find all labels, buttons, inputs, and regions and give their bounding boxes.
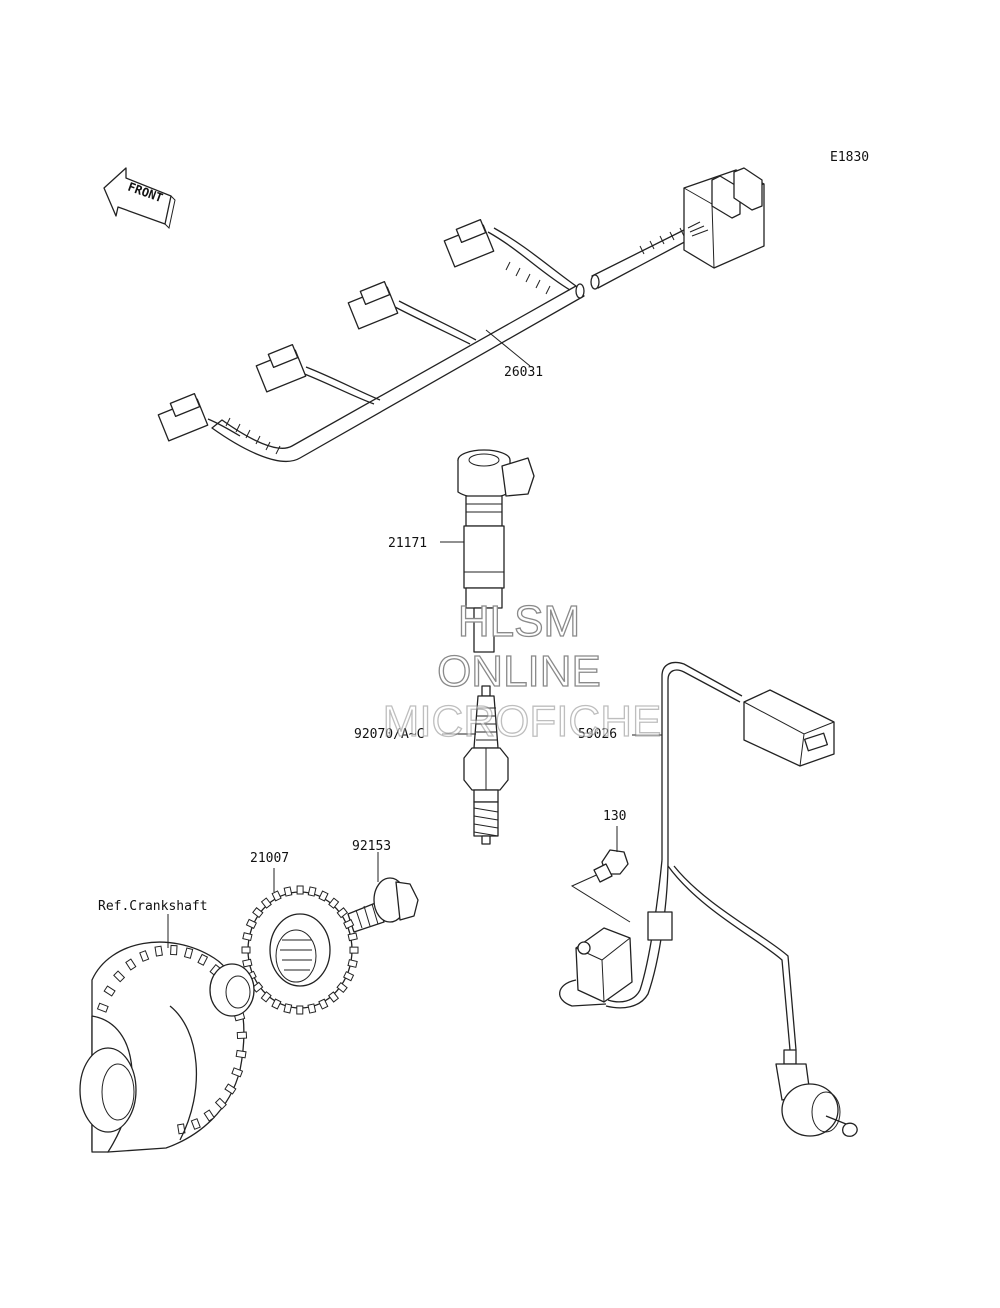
watermark-line3: MICROFICHE (383, 697, 662, 746)
watermark-line1: HLSM (458, 597, 580, 646)
bolt-130 (593, 849, 629, 883)
main-connector (683, 167, 765, 269)
reference-crankshaft: Ref.Crankshaft (98, 899, 208, 914)
main-harness (157, 167, 765, 463)
harness-connector-4 (157, 392, 209, 442)
part-label-26031: 26031 (504, 365, 543, 380)
sensor-harness (559, 661, 858, 1137)
crankshaft (79, 941, 255, 1153)
part-label-92153: 92153 (352, 839, 391, 854)
part-label-92070: 92070/A~C (354, 727, 424, 742)
part-label-130: 130 (603, 809, 626, 824)
watermark: HLSM ONLINE MICROFICHE (382, 596, 662, 746)
harness-connector-3 (255, 343, 307, 393)
part-label-59026: 59026 (578, 727, 617, 742)
timing-rotor (241, 885, 359, 1015)
spark-plug (463, 685, 509, 845)
bolt-92153 (347, 877, 419, 933)
part-label-21171: 21171 (388, 536, 427, 551)
watermark-line2: ONLINE (437, 647, 601, 696)
part-label-21007: 21007 (250, 851, 289, 866)
harness-connector-2 (347, 280, 399, 330)
sensor-body (559, 927, 633, 1007)
harness-connector-1 (443, 218, 495, 268)
front-arrow-icon: FRONT (103, 167, 176, 230)
sensor-connector (743, 689, 835, 767)
diagram-code: E1830 (830, 150, 869, 165)
round-sensor (775, 1049, 858, 1137)
ignition-coil (457, 449, 535, 653)
